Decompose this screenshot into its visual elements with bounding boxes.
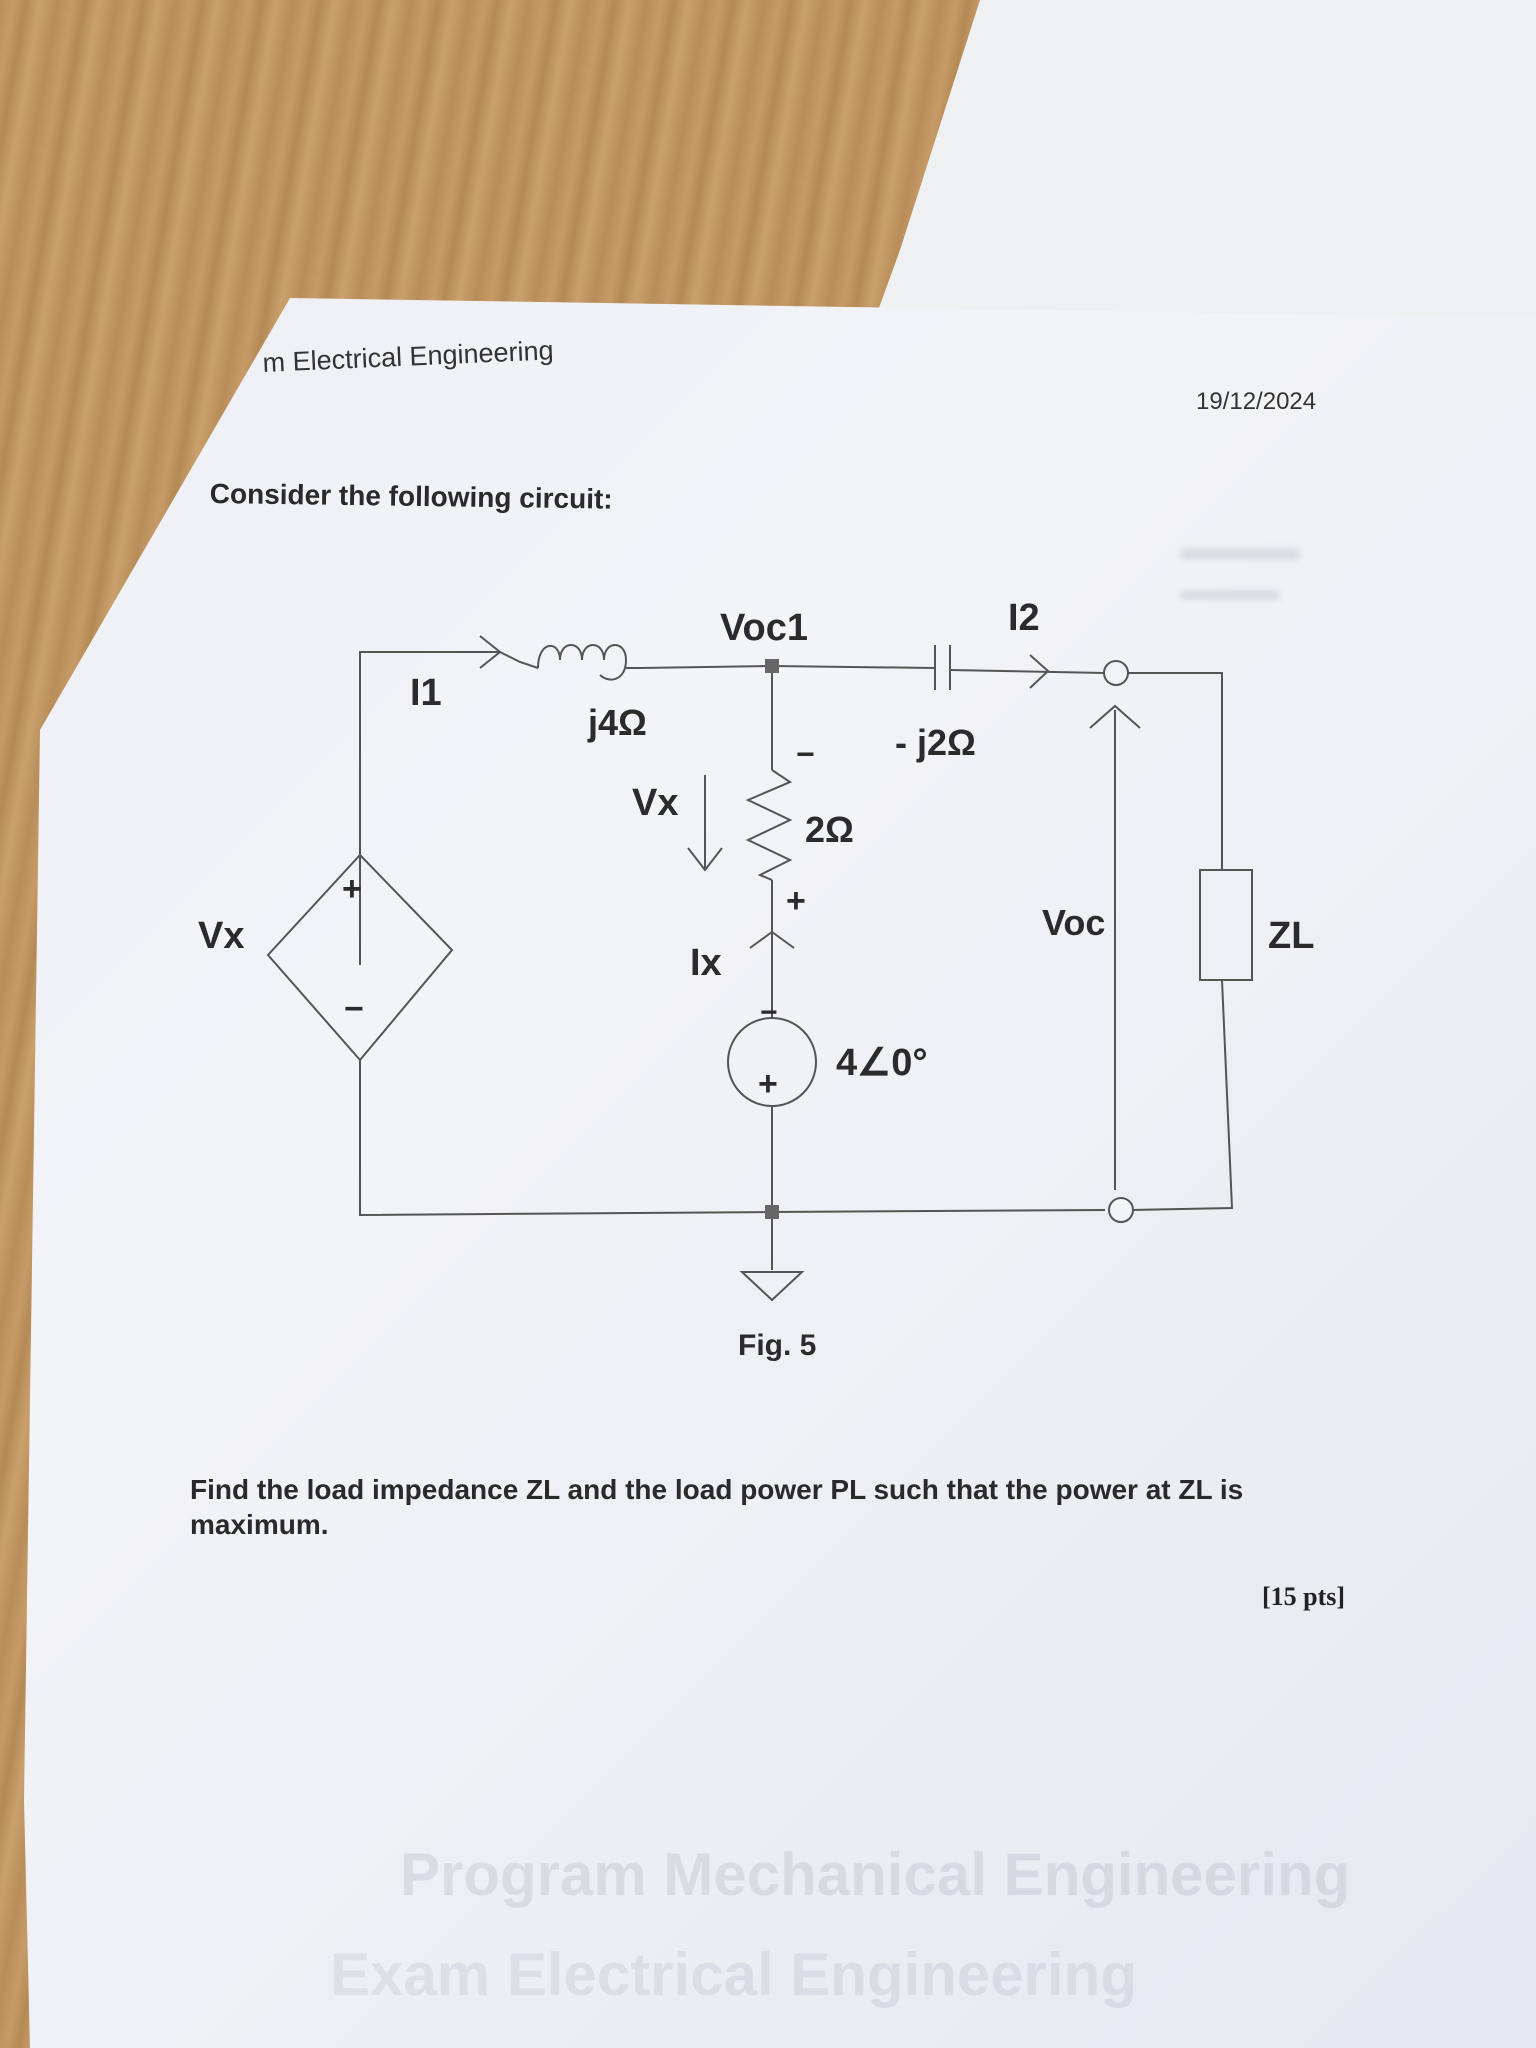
wire-left-top — [359, 651, 500, 965]
faint-show-through-1: Program Mechanical Engineering — [400, 1841, 1351, 1908]
question-text: Find the load impedance ZL and the load … — [190, 1474, 1244, 1540]
ground-symbol — [739, 1212, 805, 1302]
plus-resistor: + — [786, 882, 806, 920]
label-zl: ZL — [1268, 915, 1314, 957]
minus-dep-source: − — [344, 990, 364, 1028]
terminal-top — [1103, 660, 1129, 686]
wire-top-cap — [771, 665, 936, 669]
label-vx-source: Vx — [198, 915, 244, 957]
resistor-2 — [745, 769, 793, 881]
plus-dep-source: + — [342, 870, 362, 908]
wire-bottom — [359, 1060, 1106, 1217]
load-impedance — [1199, 869, 1253, 981]
minus-resistor: − — [796, 736, 815, 772]
background-sheet — [860, 0, 1536, 360]
label-inductor: j4Ω — [587, 702, 647, 743]
minus-source: − — [760, 996, 778, 1029]
wire-terminal-zl — [1128, 672, 1223, 870]
label-i2: I2 — [1008, 597, 1040, 639]
wire-zl-bottom — [1132, 979, 1234, 1211]
blurred-text — [1180, 548, 1300, 560]
label-i1: I1 — [410, 672, 442, 714]
wire-cap-terminal — [949, 669, 1106, 674]
label-resistor: 2Ω — [805, 809, 854, 850]
terminal-bottom — [1108, 1197, 1134, 1223]
label-capacitor: - j2Ω — [895, 722, 976, 763]
dependent-source — [266, 853, 454, 1062]
exam-date: 19/12/2024 — [1196, 388, 1317, 415]
node-voc1 — [765, 659, 779, 673]
faint-show-through-2: Exam Electrical Engineering — [330, 1941, 1137, 2008]
label-source-value: 4∠0° — [836, 1042, 928, 1084]
label-vx-arrow: Vx — [632, 782, 678, 824]
wire-top-mid — [639, 665, 773, 669]
label-voc: Voc — [1042, 902, 1105, 943]
plus-source: + — [758, 1065, 778, 1103]
points-label: [15 pts] — [1262, 1582, 1346, 1611]
label-ix: Ix — [690, 942, 722, 984]
i2-arrow — [1029, 654, 1050, 689]
blurred-text — [1180, 590, 1280, 600]
label-voc1: Voc1 — [720, 607, 808, 649]
node-ground — [765, 1205, 779, 1219]
figure-caption: Fig. 5 — [738, 1329, 816, 1362]
inductor-j4 — [537, 644, 640, 681]
